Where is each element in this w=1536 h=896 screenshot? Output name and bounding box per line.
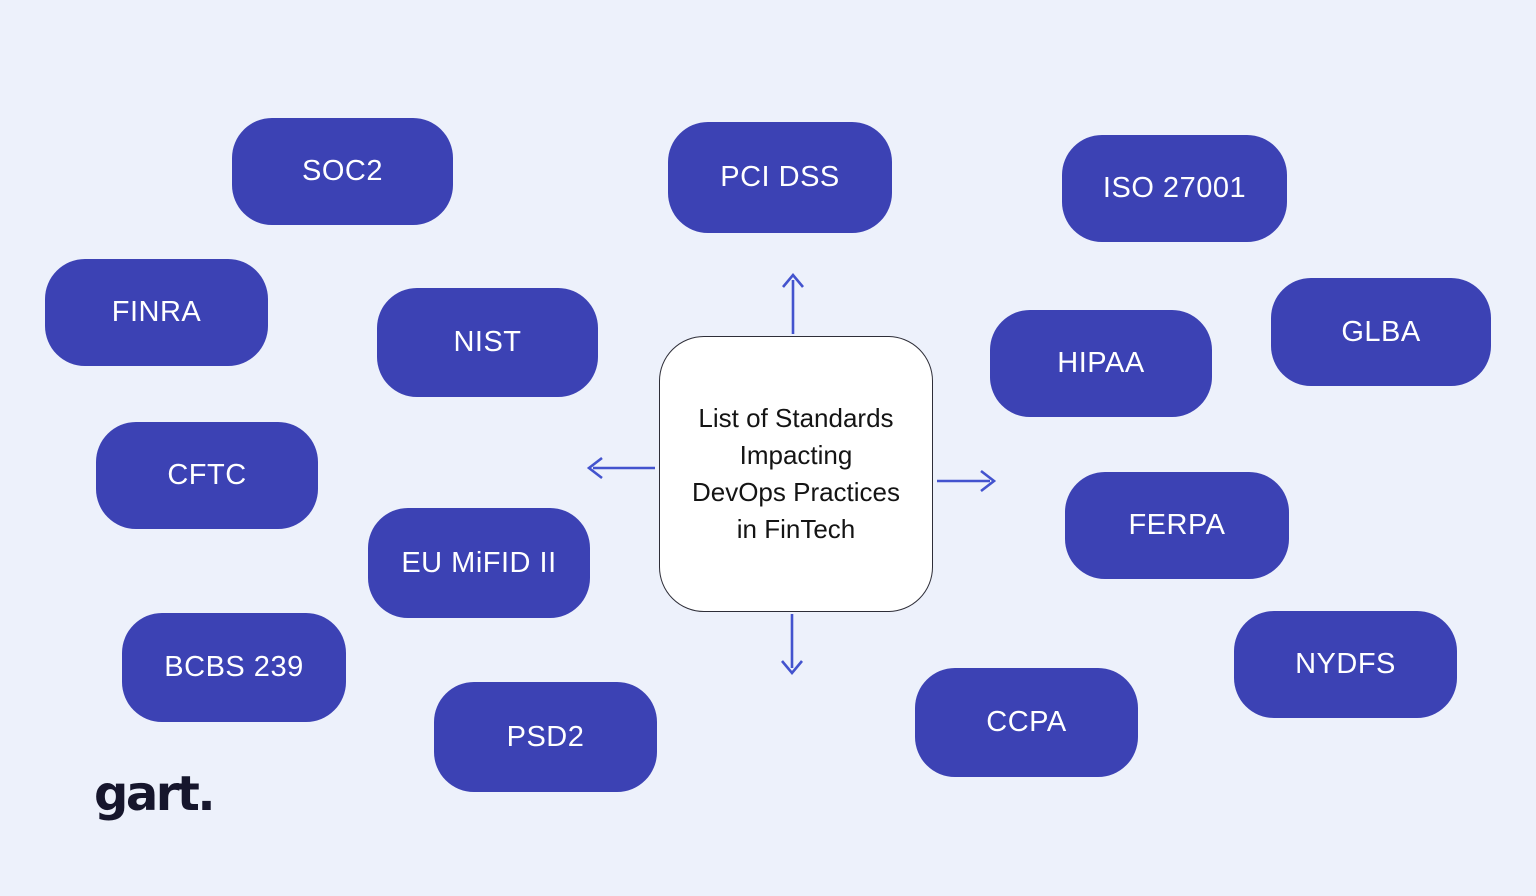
- standard-label: PCI DSS: [720, 161, 840, 193]
- standard-pill-hipaa: HIPAA: [990, 310, 1212, 417]
- standard-pill-glba: GLBA: [1271, 278, 1491, 386]
- standard-pill-iso-27001: ISO 27001: [1062, 135, 1287, 242]
- standard-label: FERPA: [1128, 509, 1226, 541]
- standard-label: SOC2: [302, 155, 383, 187]
- standard-pill-soc2: SOC2: [232, 118, 453, 225]
- standard-label: ISO 27001: [1102, 172, 1247, 204]
- standard-pill-finra: FINRA: [45, 259, 268, 366]
- standard-pill-psd2: PSD2: [434, 682, 657, 792]
- standard-label: CCPA: [986, 706, 1067, 738]
- standard-pill-nist: NIST: [377, 288, 598, 397]
- arrow-right-icon: [936, 467, 998, 495]
- standard-label: BCBS 239: [164, 651, 304, 683]
- standard-pill-bcbs-239: BCBS 239: [122, 613, 346, 722]
- standard-pill-nydfs: NYDFS: [1234, 611, 1457, 718]
- center-title-box: List of Standards Impacting DevOps Pract…: [659, 336, 933, 612]
- standard-label: NIST: [453, 326, 522, 358]
- standard-label: EU MiFID II: [401, 546, 557, 579]
- arrow-down-icon: [778, 613, 806, 676]
- standard-pill-ferpa: FERPA: [1065, 472, 1289, 579]
- standard-label: FINRA: [111, 296, 202, 328]
- arrow-up-icon: [779, 272, 807, 336]
- standard-label: CFTC: [167, 459, 247, 491]
- standard-pill-pci-dss: PCI DSS: [668, 122, 892, 233]
- standard-label: NYDFS: [1295, 648, 1396, 680]
- standard-label: GLBA: [1341, 315, 1421, 348]
- page-title: List of Standards Impacting DevOps Pract…: [691, 403, 901, 544]
- arrow-left-icon: [585, 454, 657, 482]
- standard-pill-cftc: CFTC: [96, 422, 318, 529]
- gart-logo: gart.: [94, 766, 216, 822]
- standard-label: HIPAA: [1057, 347, 1145, 379]
- standard-pill-eu-mifid-ii: EU MiFID II: [368, 508, 590, 618]
- standard-pill-ccpa: CCPA: [915, 668, 1138, 777]
- standard-label: PSD2: [506, 720, 585, 753]
